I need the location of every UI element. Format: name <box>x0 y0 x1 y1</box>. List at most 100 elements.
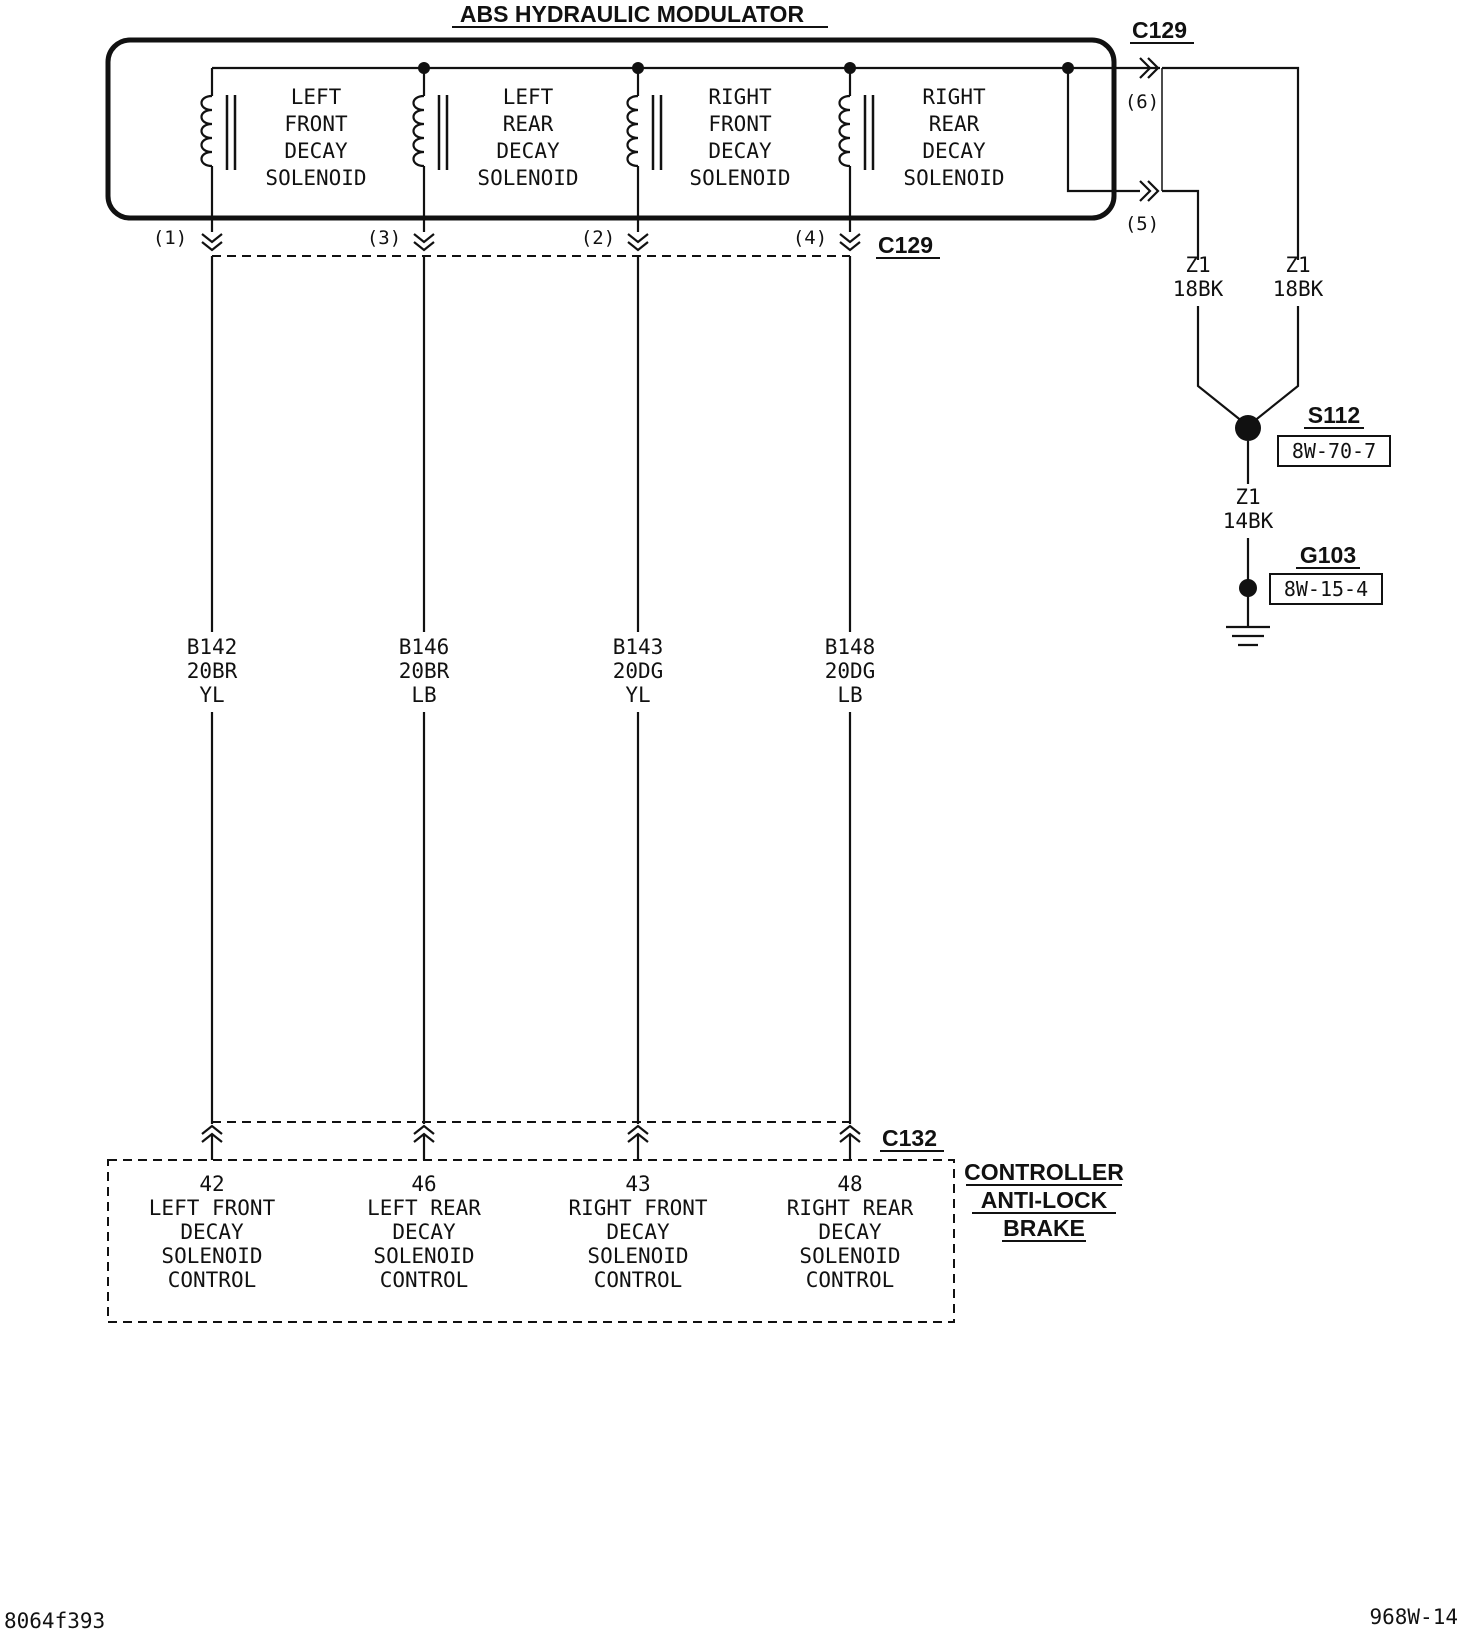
solenoid-label: SOLENOID <box>477 166 578 190</box>
svg-text:SOLENOID: SOLENOID <box>587 1244 688 1268</box>
wire-label-z1-right: Z1 18BK <box>1273 253 1324 301</box>
svg-text:20BR: 20BR <box>399 659 450 683</box>
controller-box <box>107 1159 955 1323</box>
wire-label-b146: B146 20BR LB <box>399 635 450 707</box>
svg-text:RIGHT REAR: RIGHT REAR <box>787 1196 914 1220</box>
splice-ref-box <box>1277 435 1391 467</box>
pin-number: (3) <box>367 227 401 249</box>
solenoid-label: DECAY <box>284 139 348 163</box>
svg-text:DECAY: DECAY <box>818 1220 882 1244</box>
footer-left-code: 8064f393 <box>4 1609 105 1633</box>
svg-text:BRAKE: BRAKE <box>1003 1215 1085 1241</box>
svg-text:CONTROLLER: CONTROLLER <box>964 1159 1124 1185</box>
svg-text:ANTI-LOCK: ANTI-LOCK <box>981 1187 1108 1213</box>
svg-text:20DG: 20DG <box>825 659 876 683</box>
svg-text:CONTROL: CONTROL <box>380 1268 469 1292</box>
svg-text:SOLENOID: SOLENOID <box>373 1244 474 1268</box>
svg-text:DECAY: DECAY <box>180 1220 244 1244</box>
wire-label-b143: B143 20DG YL <box>613 635 664 707</box>
svg-text:B142: B142 <box>187 635 238 659</box>
svg-text:DECAY: DECAY <box>606 1220 670 1244</box>
svg-text:Z1: Z1 <box>1285 253 1310 277</box>
svg-text:20DG: 20DG <box>613 659 664 683</box>
solenoid-label: DECAY <box>496 139 560 163</box>
svg-text:RIGHT FRONT: RIGHT FRONT <box>568 1196 707 1220</box>
svg-text:CONTROL: CONTROL <box>806 1268 895 1292</box>
solenoid-label: RIGHT <box>922 85 986 109</box>
svg-text:CONTROL: CONTROL <box>168 1268 257 1292</box>
ground-ref: 8W-15-4 <box>1284 577 1368 601</box>
solenoid-left-rear: LEFT REAR DECAY SOLENOID <box>412 68 579 232</box>
svg-text:SOLENOID: SOLENOID <box>799 1244 900 1268</box>
solenoid-right-rear: RIGHT REAR DECAY SOLENOID <box>838 68 1005 232</box>
wire-label-b148: B148 20DG LB <box>825 635 876 707</box>
solenoid-right-front: RIGHT FRONT DECAY SOLENOID <box>626 68 791 232</box>
solenoid-label: LEFT <box>503 85 554 109</box>
connector-c129-ground-side <box>1139 57 1163 202</box>
controller-pin-48: 48 RIGHT REAR DECAY SOLENOID CONTROL <box>787 1172 914 1292</box>
footer-right-code: 968W-14 <box>1369 1605 1458 1629</box>
controller-title: CONTROLLER ANTI-LOCK BRAKE <box>964 1159 1124 1242</box>
solenoid-label: SOLENOID <box>265 166 366 190</box>
svg-text:48: 48 <box>837 1172 862 1196</box>
svg-text:YL: YL <box>625 683 650 707</box>
svg-text:LEFT FRONT: LEFT FRONT <box>149 1196 276 1220</box>
solenoid-label: DECAY <box>708 139 772 163</box>
svg-text:B143: B143 <box>613 635 664 659</box>
wire-label-z1-left: Z1 18BK <box>1173 253 1224 301</box>
connector-label-c129: C129 <box>878 232 933 258</box>
solenoid-label: RIGHT <box>708 85 772 109</box>
controller-pin-43: 43 RIGHT FRONT DECAY SOLENOID CONTROL <box>568 1172 707 1292</box>
ground-name: G103 <box>1300 542 1356 568</box>
svg-text:LEFT REAR: LEFT REAR <box>367 1196 481 1220</box>
svg-text:YL: YL <box>199 683 224 707</box>
pin-number: (1) <box>153 227 187 249</box>
solenoid-label: SOLENOID <box>903 166 1004 190</box>
solenoid-label: FRONT <box>708 112 772 136</box>
modulator-title: ABS HYDRAULIC MODULATOR <box>460 1 805 27</box>
splice-name: S112 <box>1308 402 1360 428</box>
solenoid-label: FRONT <box>284 112 348 136</box>
solenoid-label: SOLENOID <box>689 166 790 190</box>
svg-text:Z1: Z1 <box>1185 253 1210 277</box>
solenoid-label: REAR <box>503 112 554 136</box>
connector-c132 <box>201 1121 861 1160</box>
svg-text:42: 42 <box>199 1172 224 1196</box>
ground-symbol-icon <box>1226 625 1270 647</box>
solenoid-label: DECAY <box>922 139 986 163</box>
pin-number: (5) <box>1125 213 1159 235</box>
svg-text:14BK: 14BK <box>1223 509 1274 533</box>
svg-text:B146: B146 <box>399 635 450 659</box>
svg-text:Z1: Z1 <box>1235 485 1260 509</box>
splice-ref: 8W-70-7 <box>1292 439 1376 463</box>
svg-text:SOLENOID: SOLENOID <box>161 1244 262 1268</box>
pin-number: (2) <box>581 227 615 249</box>
controller-pin-46: 46 LEFT REAR DECAY SOLENOID CONTROL <box>367 1172 481 1292</box>
wire-label-b142: B142 20BR YL <box>187 635 238 707</box>
svg-text:B148: B148 <box>825 635 876 659</box>
connector-c129-solenoid-side <box>201 233 861 257</box>
pin-number: (6) <box>1125 91 1159 113</box>
svg-text:LB: LB <box>837 683 862 707</box>
modulator-box <box>105 37 1117 221</box>
solenoid-label: REAR <box>929 112 980 136</box>
connector-label-c129-top: C129 <box>1132 17 1187 43</box>
solenoid-left-front: LEFT FRONT DECAY SOLENOID <box>200 68 367 232</box>
splice-s112 <box>1235 415 1261 441</box>
pin-number: (4) <box>793 227 827 249</box>
controller-pin-42: 42 LEFT FRONT DECAY SOLENOID CONTROL <box>149 1172 276 1292</box>
svg-text:DECAY: DECAY <box>392 1220 456 1244</box>
svg-text:18BK: 18BK <box>1173 277 1224 301</box>
svg-text:CONTROL: CONTROL <box>594 1268 683 1292</box>
svg-text:LB: LB <box>411 683 436 707</box>
ground-ref-box <box>1269 573 1383 605</box>
svg-text:20BR: 20BR <box>187 659 238 683</box>
wire-label-z1-14bk: Z1 14BK <box>1223 485 1274 533</box>
connector-label-c132: C132 <box>882 1125 937 1151</box>
svg-text:43: 43 <box>625 1172 650 1196</box>
svg-text:46: 46 <box>411 1172 436 1196</box>
ground-point-g103 <box>1239 579 1257 597</box>
svg-text:18BK: 18BK <box>1273 277 1324 301</box>
solenoid-label: LEFT <box>291 85 342 109</box>
